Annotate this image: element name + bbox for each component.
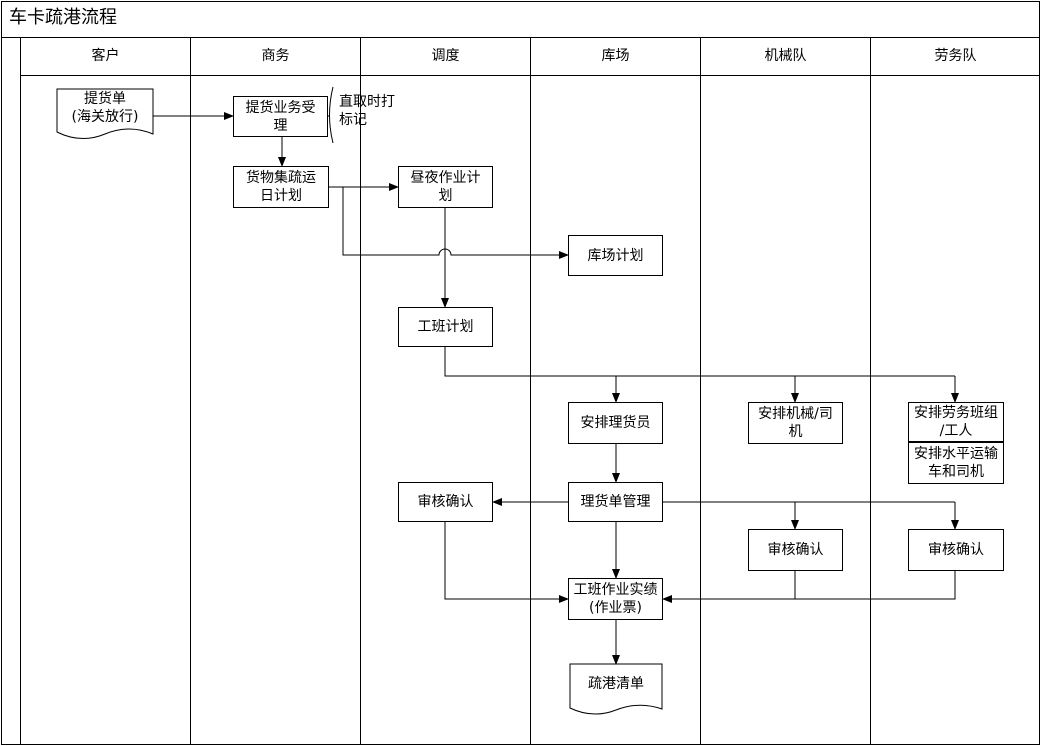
node-review-dispatch: 审核确认 [398,482,493,522]
note-timestamp: 直取时打 标记 [339,94,395,128]
node-shift-plan: 工班计划 [398,307,493,347]
lane-header-machinery: 机械队 [764,48,807,64]
node-review-labor: 审核确认 [908,529,1004,571]
lane-divider [190,37,191,745]
lane-header-divider [20,75,1040,76]
lane-divider [700,37,701,745]
diagram-title: 车卡疏港流程 [9,7,117,28]
line-shift-distribution [444,347,955,377]
node-arrange-tally: 安排理货员 [568,402,663,444]
node-pickup-doc: 提货单 (海关放行) [71,91,139,125]
lane-divider [530,37,531,745]
lane-header-dispatch: 调度 [431,48,460,64]
node-accept: 提货业务受 理 [233,96,328,137]
node-daynight-plan: 昼夜作业计 划 [398,166,493,208]
lane-header-yard: 库场 [601,48,630,64]
arrow-collect-to-yard [342,187,569,259]
lane-header-business: 商务 [261,48,290,64]
node-yard-plan: 库场计划 [568,235,663,276]
node-clearance-list: 疏港清单 [588,676,644,692]
clearance-doc-shape [569,663,663,715]
node-review-machine: 审核确认 [748,529,843,571]
arrow-review-labor-to-record [662,571,956,603]
lane-divider [870,37,871,745]
node-arrange-truck: 安排水平运输 车和司机 [908,442,1004,484]
node-tally-manage: 理货单管理 [568,482,663,522]
node-arrange-labor: 安排劳务班组 /工人 [908,402,1004,442]
lane-left-strip [20,37,21,745]
lane-header-customer: 客户 [91,48,120,64]
node-collect-plan: 货物集疏运 日计划 [233,166,329,208]
node-shift-record: 工班作业实绩 (作业票) [568,578,663,620]
pickup-doc-shape [56,88,154,139]
lane-header-labor: 劳务队 [934,48,977,64]
node-arrange-machine: 安排机械/司 机 [748,402,843,444]
arrow-review-dispatch-to-record [444,522,569,603]
lane-divider [360,37,361,745]
note-bracket [329,86,334,144]
title-divider [1,37,1040,38]
